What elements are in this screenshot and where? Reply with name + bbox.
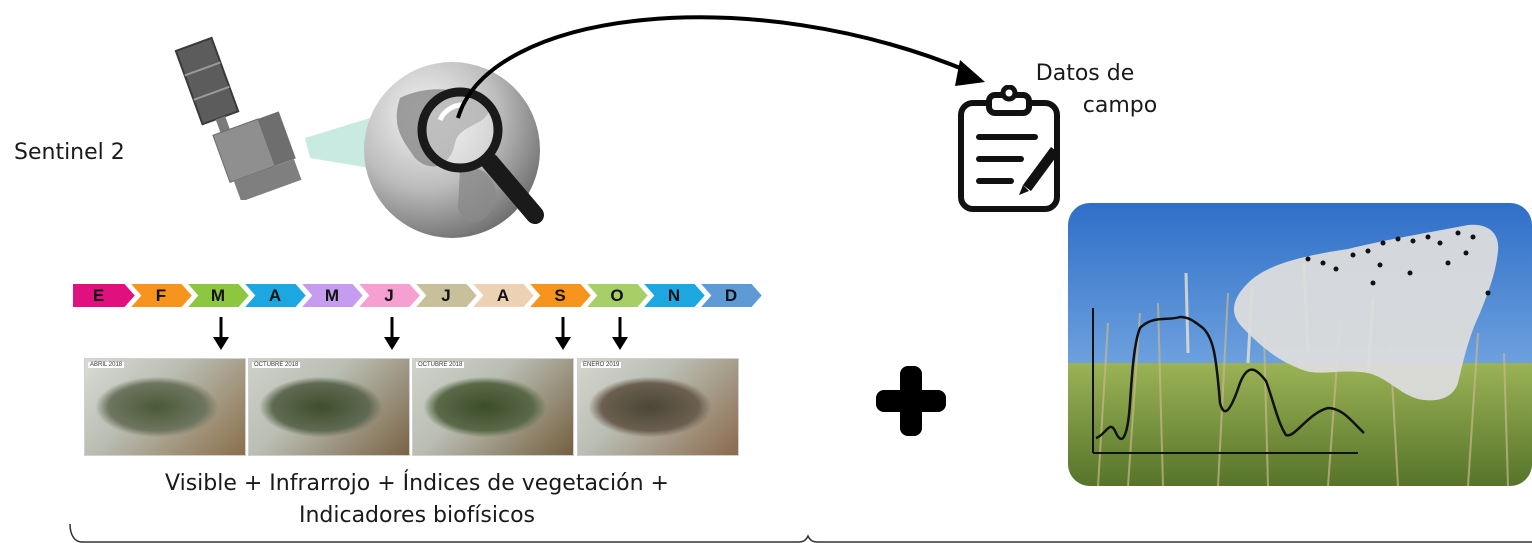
month-letter: S (554, 286, 566, 305)
month-chevron: D (699, 283, 763, 308)
month-letter: A (496, 286, 510, 305)
caption-line1: Visible + Infrarrojo + Índices de vegeta… (165, 471, 669, 496)
datos-label-line2: campo (1082, 93, 1158, 118)
tile-date-label: OCTUBRE 2018 (416, 362, 465, 368)
month-chevron: J (414, 283, 478, 308)
bands-caption: Visible + Infrarrojo + Índices de vegeta… (72, 468, 762, 532)
bottom-brace (69, 524, 1532, 543)
month-selection-arrows (0, 0, 628, 350)
satellite-image-tile: OCTUBRE 2018 (248, 358, 410, 456)
month-chevron: F (129, 283, 193, 308)
satellite-image-tile: OCTUBRE 2018 (412, 358, 574, 456)
month-chevron: O (585, 283, 649, 308)
month-chevron: S (528, 283, 592, 308)
month-chevron: A (471, 283, 535, 308)
down-arrow-icon (612, 317, 628, 350)
month-letter: M (210, 286, 226, 305)
down-arrow-icon (384, 317, 400, 350)
tile-date-label: ABRIL 2018 (88, 362, 125, 368)
caption-line2: Indicadores biofísicos (298, 503, 536, 528)
datos-label-line1: Datos de (1035, 61, 1135, 86)
month-chevron: M (186, 283, 250, 308)
month-letter: D (724, 286, 738, 305)
month-letter: M (324, 286, 340, 305)
datos-campo-label: Datos de campo (1005, 58, 1165, 122)
month-letter: O (610, 286, 624, 305)
month-letter: F (155, 286, 167, 305)
magnifier-icon (417, 87, 544, 224)
month-chevron: M (300, 283, 364, 308)
globe-icon (364, 62, 540, 238)
month-chevron: N (642, 283, 706, 308)
satellite-image-tile: ENERO 2019 (577, 358, 739, 456)
satellite-image-tile: ABRIL 2018 (84, 358, 246, 456)
clipboard-icon (958, 85, 1060, 212)
month-letter: N (667, 286, 681, 305)
month-chevron: J (357, 283, 421, 308)
month-chevron: E (72, 283, 136, 308)
sentinel-label: Sentinel 2 (14, 140, 125, 165)
down-arrow-icon (213, 317, 229, 350)
curved-arrow (456, 15, 985, 119)
month-letter: E (92, 286, 105, 305)
field-photo-panel (1068, 203, 1532, 486)
month-letter: J (384, 286, 394, 305)
satellite-image-tiles: ABRIL 2018 OCTUBRE 2018 OCTUBRE 2018 ENERO … (0, 0, 739, 456)
plus-icon (876, 366, 946, 436)
month-letter: A (268, 286, 282, 305)
month-letter: J (441, 286, 451, 305)
satellite-icon (174, 36, 370, 200)
tile-date-label: ENERO 2019 (581, 362, 622, 368)
tile-date-label: OCTUBRE 2018 (252, 362, 301, 368)
down-arrow-icon (555, 317, 571, 350)
month-chevron: A (243, 283, 307, 308)
